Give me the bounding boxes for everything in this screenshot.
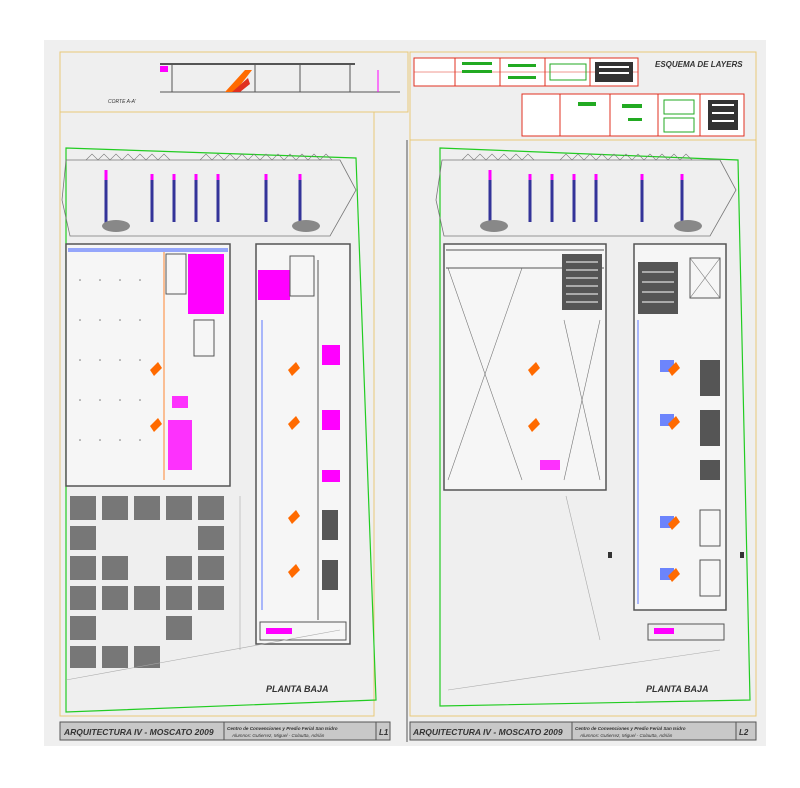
project-line1-l1: Centro de Convenciones y Predio Ferial S… <box>227 726 338 731</box>
project-line2-l2: Alumnos: Gutierrez, Miguel - Colautta, A… <box>579 733 673 738</box>
project-line2-l1: Alumnos: Gutierrez, Miguel - Colautta, A… <box>231 733 325 738</box>
column-grid-l1 <box>79 279 141 441</box>
plaza-blocks-l1 <box>70 496 224 668</box>
sheet-l2: PLANTA BAJA ARQUITECTURA IV - MOSCATO 20… <box>409 139 757 741</box>
course-label-l1: ARQUITECTURA IV - MOSCATO 2009 <box>63 727 214 737</box>
site-boundary-l1 <box>65 147 377 713</box>
sheet-number-l2: L2 <box>739 728 749 737</box>
title-block-l2: ARQUITECTURA IV - MOSCATO 2009 Centro de… <box>409 721 757 741</box>
plan-label-l2: PLANTA BAJA <box>646 684 709 694</box>
layers-title: ESQUEMA DE LAYERS <box>655 60 743 69</box>
sheet-l1: PLANTA BAJA ARQUITECTURA IV - MOSCATO 20… <box>59 111 391 741</box>
layers-scheme: ESQUEMA DE LAYERS <box>409 51 757 141</box>
course-label-l2: ARQUITECTURA IV - MOSCATO 2009 <box>412 727 563 737</box>
site-boundary-l2 <box>439 147 751 707</box>
section-label: CORTE A-A' <box>108 99 137 105</box>
sheet-number-l1: L1 <box>379 728 389 737</box>
title-block-l1: ARQUITECTURA IV - MOSCATO 2009 Centro de… <box>59 721 391 741</box>
project-line1-l2: Centro de Convenciones y Predio Ferial S… <box>575 726 686 731</box>
plan-label-l1: PLANTA BAJA <box>266 684 329 694</box>
